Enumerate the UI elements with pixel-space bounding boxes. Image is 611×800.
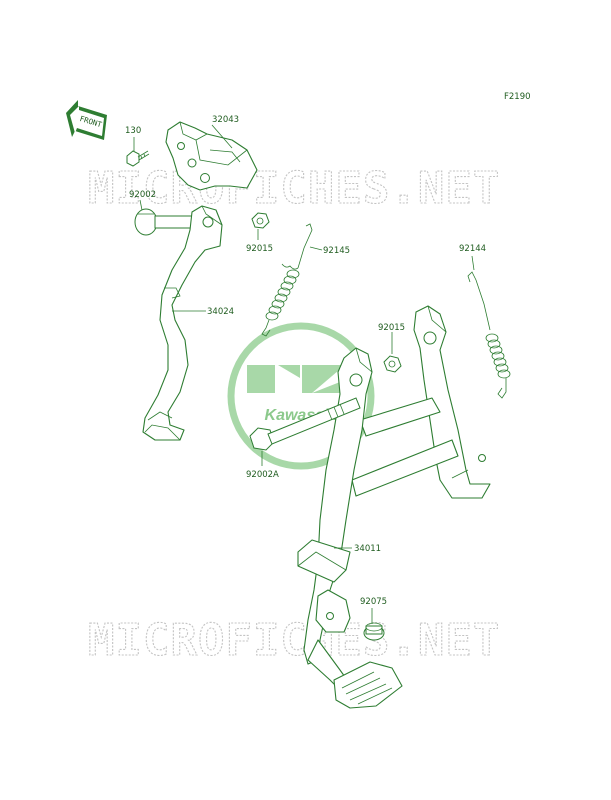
label-34024: 34024 xyxy=(207,307,234,317)
bolt-92002A-icon xyxy=(249,397,361,451)
label-92015-top: 92015 xyxy=(246,244,273,254)
bolt-130-icon xyxy=(126,150,150,167)
rubber-pad-92075-icon xyxy=(363,622,385,641)
side-stand-34024-icon xyxy=(142,205,223,441)
watermark-bottom: MICROFICHES.NET xyxy=(88,615,500,666)
front-arrow-icon: FRONT xyxy=(66,100,107,140)
label-92075: 92075 xyxy=(360,597,387,607)
watermark-top: MICROFICHES.NET xyxy=(88,163,500,214)
pedal-pad-icon xyxy=(333,661,403,709)
label-92002: 92002 xyxy=(129,190,156,200)
label-130: 130 xyxy=(125,126,141,136)
label-92144: 92144 xyxy=(459,244,486,254)
label-32043: 32043 xyxy=(212,115,239,125)
spring-92145-icon xyxy=(261,223,313,337)
nut-92015-mid-icon xyxy=(383,355,402,373)
label-34011: 34011 xyxy=(354,544,381,554)
spring-92144-icon xyxy=(467,271,511,399)
label-92015-mid: 92015 xyxy=(378,323,405,333)
figure-code: F2190 xyxy=(504,92,531,102)
label-92145: 92145 xyxy=(323,246,350,256)
bracket-32043-icon xyxy=(165,121,258,191)
label-92002A: 92002A xyxy=(246,470,279,480)
nut-92015-icon xyxy=(251,212,270,229)
bolt-92002-icon xyxy=(134,208,198,236)
center-stand-34011-icon xyxy=(297,305,491,691)
